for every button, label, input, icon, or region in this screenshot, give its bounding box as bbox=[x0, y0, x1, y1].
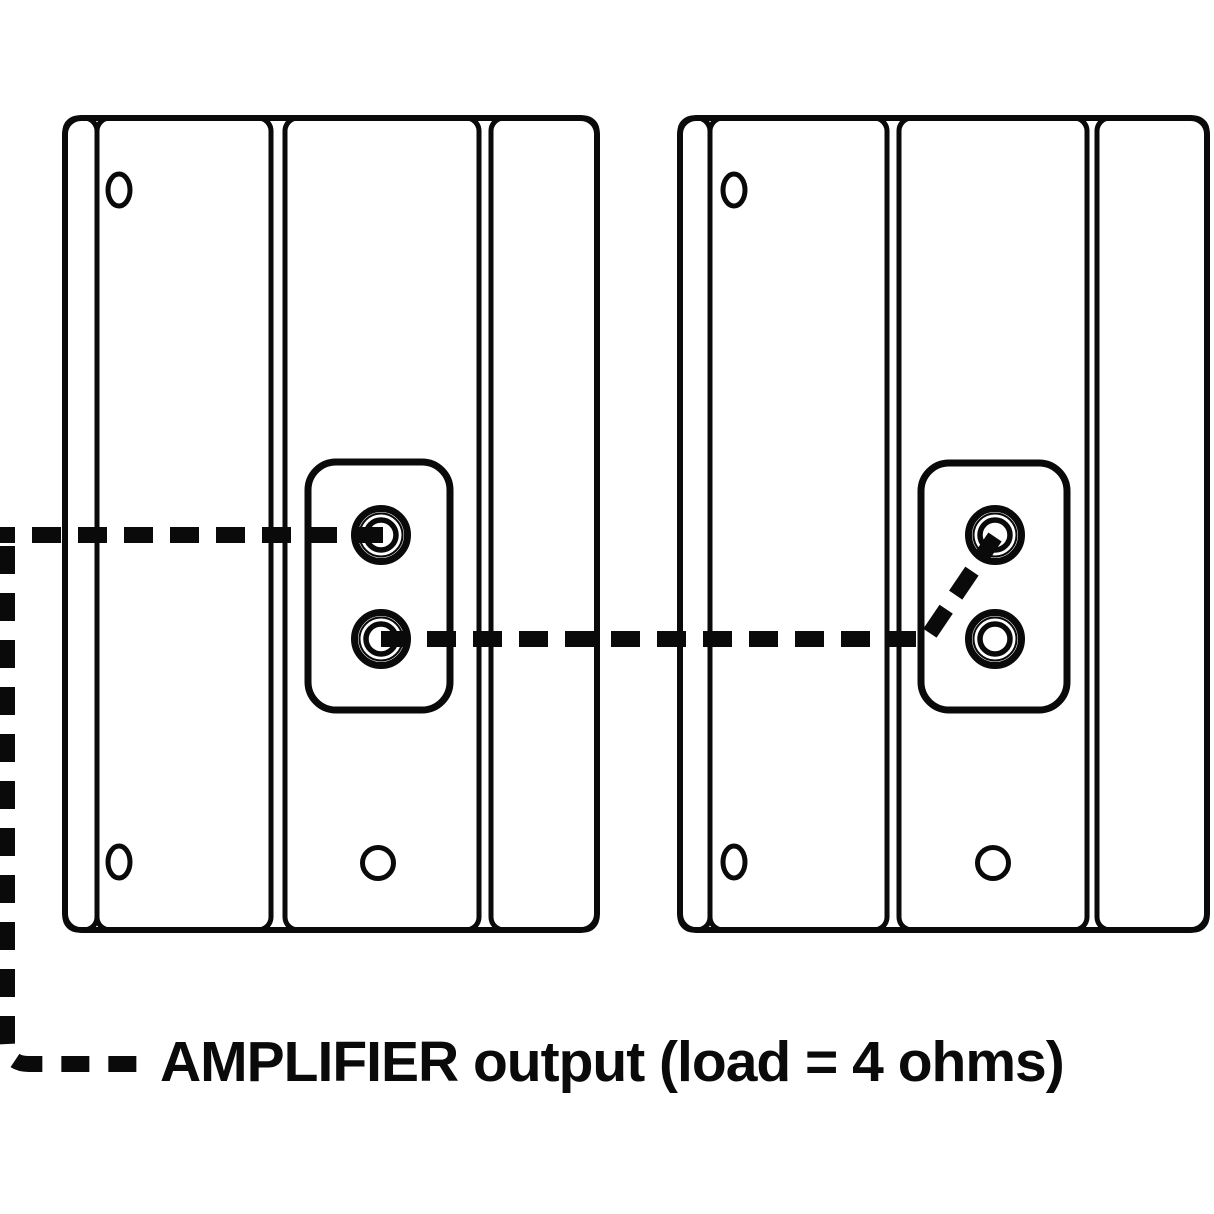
left-speaker-terminal-plate bbox=[304, 458, 454, 714]
right-speaker-cabinet-outline bbox=[677, 115, 1210, 933]
amplifier-label-leader-line bbox=[0, 546, 141, 1072]
left-speaker bbox=[62, 115, 600, 933]
right-speaker-side-edge-panel bbox=[677, 115, 713, 933]
left-speaker-screw-hole-bottom-center bbox=[360, 845, 396, 881]
left-speaker-rear-panel-center bbox=[282, 115, 482, 933]
left-speaker-screw-hole-top-left bbox=[105, 171, 133, 209]
left-speaker-rear-panel-left bbox=[94, 115, 274, 933]
left-speaker-screw-hole-bottom-left bbox=[105, 843, 133, 881]
right-speaker-screw-hole-bottom-left bbox=[720, 843, 748, 881]
amplifier-output-label: AMPLIFIER output (load = 4 ohms) bbox=[160, 1030, 1065, 1094]
right-speaker-rear-panel-right bbox=[1094, 115, 1210, 933]
left-speaker-rear-panel-right bbox=[488, 115, 600, 933]
right-speaker-rear-panel-center bbox=[896, 115, 1090, 933]
left-speaker-side-edge-panel bbox=[62, 115, 100, 933]
left-speaker-cabinet-outline bbox=[62, 115, 600, 933]
diagram-linework bbox=[0, 115, 1210, 1072]
right-speaker-screw-hole-bottom-center bbox=[975, 845, 1011, 881]
right-speaker-rear-panel-left bbox=[707, 115, 890, 933]
right-speaker-terminal-plate bbox=[917, 459, 1071, 714]
right-speaker-terminal-post-bottom bbox=[965, 609, 1025, 669]
cable-left-bottom-to-right-top-terminal bbox=[381, 532, 1002, 647]
wiring-dashed-lines bbox=[0, 527, 1002, 1072]
right-speaker bbox=[677, 115, 1210, 933]
right-speaker-screw-hole-top-left bbox=[720, 171, 748, 209]
